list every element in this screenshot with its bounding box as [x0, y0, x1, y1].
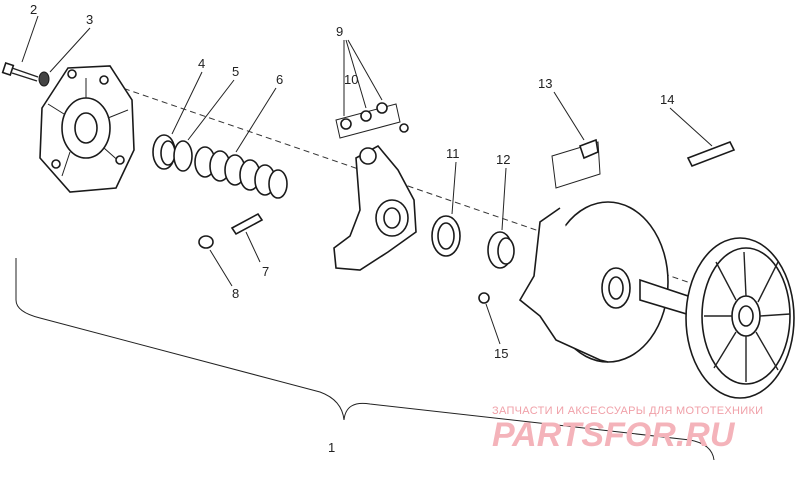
- part-5-ring: [173, 140, 193, 172]
- callout-7: 7: [262, 264, 269, 279]
- assembly-bracket: [15, 258, 715, 461]
- part-12-bushing: [487, 231, 515, 269]
- callout-3: 3: [86, 12, 93, 27]
- callout-14: 14: [660, 92, 674, 107]
- watermark: ЗАПЧАСТИ И АКСЕССУАРЫ ДЛЯ МОТОТЕХНИКИ PA…: [492, 405, 763, 454]
- part-15-nut: [478, 292, 490, 304]
- callout-5: 5: [232, 64, 239, 79]
- part-3-washer: [38, 71, 50, 87]
- center-axis-line: [104, 81, 741, 301]
- callout-13: 13: [538, 76, 552, 91]
- spider-arm: [333, 144, 417, 271]
- callout-6: 6: [276, 72, 283, 87]
- part-8-roller: [198, 235, 214, 249]
- part-14-bolt: [686, 140, 736, 168]
- callout-11: 11: [446, 146, 460, 161]
- part-13-clip: [551, 138, 601, 189]
- part-9-10-nuts: [335, 102, 409, 139]
- leader-lines: [21, 15, 713, 345]
- movable-sheave: [518, 201, 669, 363]
- callout-2: 2: [30, 2, 37, 17]
- part-11-washer: [431, 215, 461, 257]
- callout-10: 10: [344, 72, 358, 87]
- callout-8: 8: [232, 286, 239, 301]
- callout-numbers: 1 2 3 4 5 6 7 8 9 10 11 12 13 14 15: [30, 2, 674, 455]
- callout-9: 9: [336, 24, 343, 39]
- watermark-tagline: ЗАПЧАСТИ И АКСЕССУАРЫ ДЛЯ МОТОТЕХНИКИ: [492, 405, 763, 417]
- part-2-bolt: [1, 62, 39, 82]
- callout-15: 15: [494, 346, 508, 361]
- callout-1: 1: [328, 440, 335, 455]
- part-4-bushing: [152, 134, 176, 170]
- callout-12: 12: [496, 152, 510, 167]
- clutch-cover-plate: [39, 65, 135, 193]
- fixed-sheave-wheel: [685, 237, 795, 399]
- watermark-logo: PARTSFOR.RU: [492, 416, 736, 454]
- callout-4: 4: [198, 56, 205, 71]
- part-6-spring: [194, 146, 288, 199]
- part-7-pin: [230, 212, 264, 236]
